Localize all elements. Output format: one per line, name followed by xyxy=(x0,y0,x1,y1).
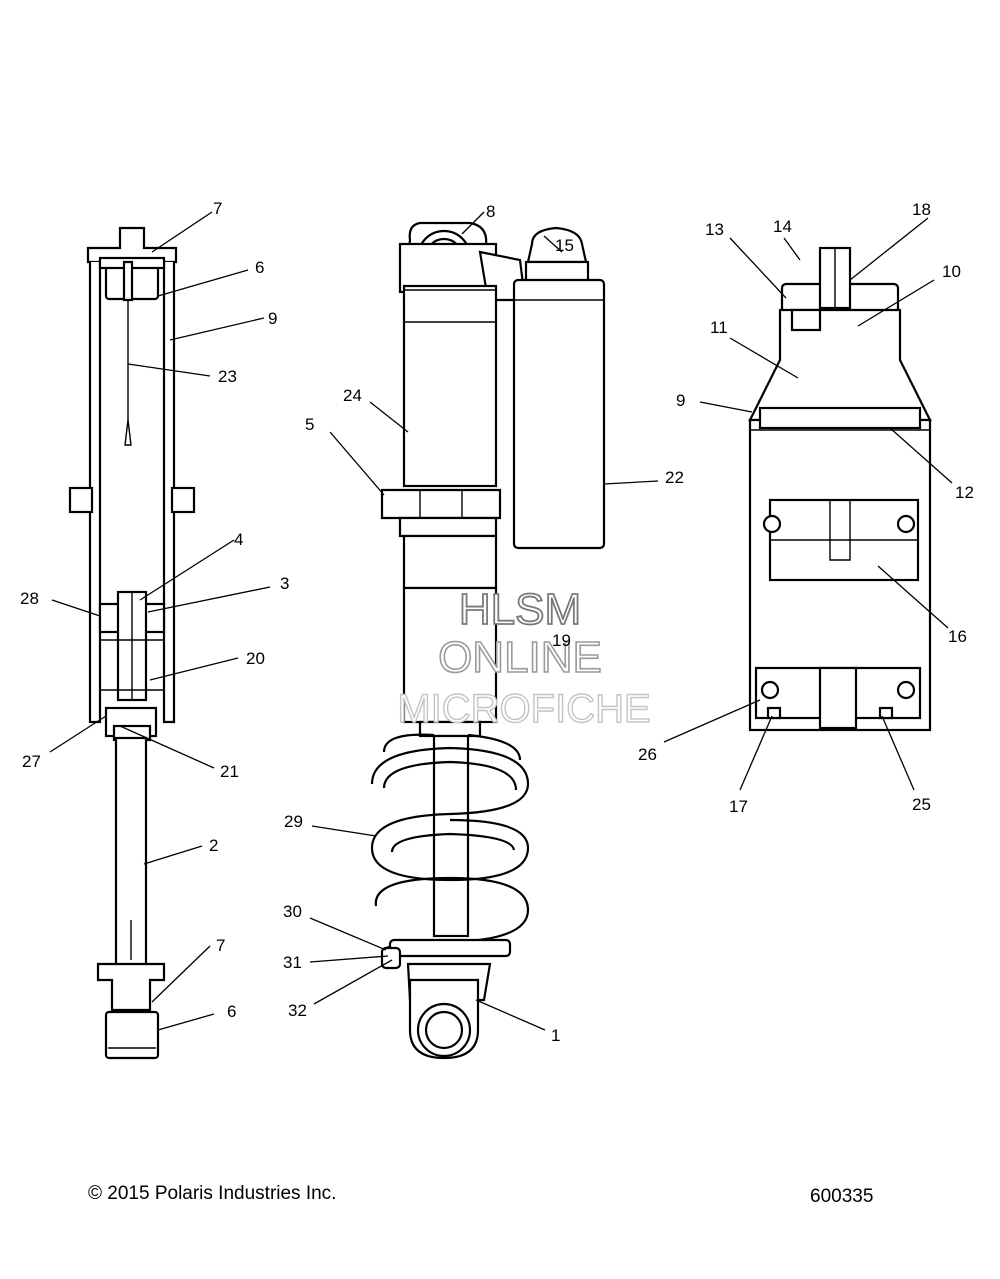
callout-12: 12 xyxy=(955,483,974,502)
callout-16: 16 xyxy=(948,627,967,646)
callout-29: 29 xyxy=(284,812,303,831)
callout-13: 13 xyxy=(705,220,724,239)
callout-19: 19 xyxy=(552,631,571,650)
callout-20: 20 xyxy=(246,649,265,668)
callout-9: 9 xyxy=(268,309,277,328)
callout-21: 21 xyxy=(220,762,239,781)
callout-7-lower: 7 xyxy=(216,936,225,955)
callout-30: 30 xyxy=(283,902,302,921)
callout-7: 7 xyxy=(213,199,222,218)
callout-26: 26 xyxy=(638,745,657,764)
callout-11: 11 xyxy=(710,318,728,337)
callout-9-right: 9 xyxy=(676,391,685,410)
callout-6-lower: 6 xyxy=(227,1002,236,1021)
left-shock-section xyxy=(68,226,196,1060)
figure-number: 600335 xyxy=(810,1186,874,1207)
callout-10: 10 xyxy=(942,262,961,281)
callout-32: 32 xyxy=(288,1001,307,1020)
callout-18: 18 xyxy=(912,200,931,219)
callout-3: 3 xyxy=(280,574,289,593)
watermark-line3: MICROFICHE xyxy=(397,687,650,731)
right-reservoir-section xyxy=(748,246,932,732)
callout-2: 2 xyxy=(209,836,218,855)
callout-labels: 7 6 9 23 4 3 28 20 27 21 2 7 6 8 15 24 5… xyxy=(20,199,974,1045)
callout-23: 23 xyxy=(218,367,237,386)
callout-22: 22 xyxy=(665,468,684,487)
callout-28: 28 xyxy=(20,589,39,608)
callout-31: 31 xyxy=(283,953,302,972)
watermark-line1: HLSM xyxy=(459,585,581,634)
watermark: HLSM ONLINE MICROFICHE xyxy=(397,584,652,732)
callout-27: 27 xyxy=(22,752,41,771)
callout-24: 24 xyxy=(343,386,362,405)
callout-6: 6 xyxy=(255,258,264,277)
callout-14: 14 xyxy=(773,217,792,236)
watermark-line2: ONLINE xyxy=(438,633,602,682)
callout-15: 15 xyxy=(555,236,574,255)
leader-lines xyxy=(49,211,953,1031)
callout-1: 1 xyxy=(551,1026,560,1045)
callout-25: 25 xyxy=(912,795,931,814)
copyright-notice: © 2015 Polaris Industries Inc. xyxy=(88,1183,337,1204)
callout-17: 17 xyxy=(729,797,748,816)
callout-5: 5 xyxy=(305,415,314,434)
callout-4: 4 xyxy=(234,530,243,549)
callout-8: 8 xyxy=(486,202,495,221)
center-shock-assembly xyxy=(370,221,606,1060)
